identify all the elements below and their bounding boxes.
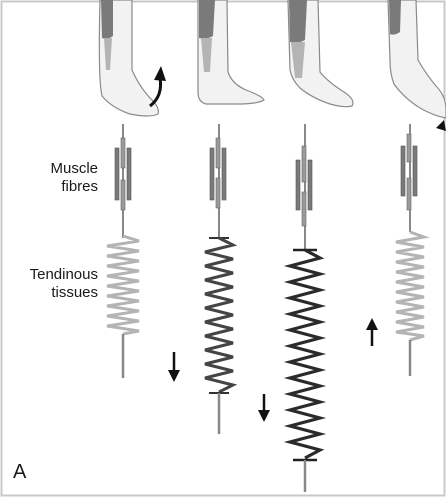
muscle-tendon-unit-2 [205,124,233,434]
leg-stage-2 [198,0,264,104]
muscle-tendon-unit-3 [290,124,320,492]
tendon-spring-2 [205,238,233,392]
muscle-fibres-label: Muscle fibres [14,160,98,196]
muscle-tendon-unit-4 [396,124,424,376]
direction-arrow-2 [258,394,270,422]
muscle-fibres-2 [210,148,214,200]
direction-arrow-1 [168,352,180,382]
muscle-fibres-4 [401,146,405,196]
direction-arrow-4 [366,318,378,346]
tendinous-tissues-label: Tendinous tissues [4,266,98,302]
leg-stage-4 [388,0,446,118]
leg-stage-1 [99,0,158,116]
tendon-spring-4 [396,232,424,340]
rotation-arrowhead-stage-1 [154,66,166,81]
muscle-tendon-unit-1 [107,124,139,378]
leg-stage-3 [288,0,353,107]
muscle-fibres-3 [296,160,300,210]
tendon-spring-1 [107,236,139,334]
tendon-spring-3 [290,250,320,458]
panel-label: A [13,461,26,484]
muscle-fibres-1 [115,148,119,200]
